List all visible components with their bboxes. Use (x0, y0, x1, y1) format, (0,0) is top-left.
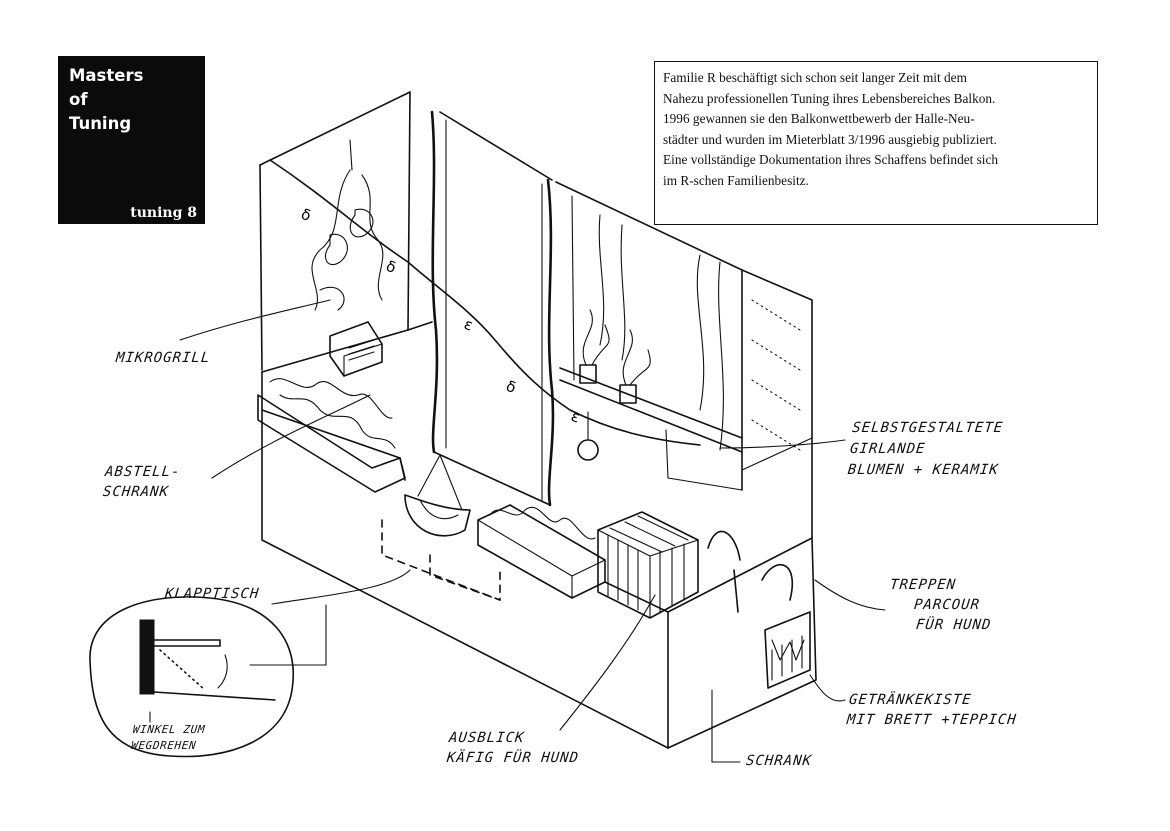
label-mikrogrill: MIKROGRILL (115, 350, 212, 366)
hanging-basket (381, 454, 501, 601)
svg-text:ε: ε (462, 315, 476, 335)
label-winkel: WINKEL ZUM WEGDREHEN (130, 722, 206, 754)
left-wall (259, 91, 433, 373)
leader-lines (179, 299, 886, 763)
label-treppen-line-1: TREPPEN (889, 577, 957, 593)
description-line-3: 1996 gewannen sie den Balkonwettbewerb d… (663, 111, 975, 127)
label-girlande-line-3: BLUMEN + KERAMIK (847, 462, 1000, 478)
label-abstellschrank-line-1: ABSTELL- (104, 464, 182, 480)
hanging-plant (311, 169, 384, 311)
detail-circle (89, 596, 294, 758)
description-box: Familie R beschäftigt sich schon seit la… (654, 61, 1098, 225)
brand-subtitle: tuning 8 (130, 205, 197, 221)
svg-text:δ: δ (384, 257, 399, 277)
microwave-grill (329, 321, 383, 377)
label-klapptisch: KLAPPTISCH (164, 586, 261, 602)
svg-text:δ: δ (504, 377, 519, 397)
label-abstellschrank: ABSTELL- SCHRANK (102, 462, 182, 502)
brand-title-line-1: Masters (69, 66, 144, 85)
label-ausblick-line-1: AUSBLICK (448, 730, 526, 746)
label-ausblick: AUSBLICK KÄFIG FÜR HUND (446, 728, 582, 768)
description-line-1: Familie R beschäftigt sich schon seit la… (663, 70, 967, 85)
brand-title: Masters of Tuning (69, 64, 143, 136)
right-window (555, 181, 743, 491)
label-girlande-line-1: SELBSTGESTALTETE (851, 420, 1004, 436)
center-window (430, 110, 555, 507)
description-line-5: Eine vollständige Dokumentation ihres Sc… (663, 152, 999, 168)
description-line-2: Nahezu professionellen Tuning ihres Lebe… (663, 90, 996, 106)
label-ausblick-line-2: KÄFIG FÜR HUND (446, 750, 580, 766)
label-getraenkekiste: GETRÄNKEKISTE MIT BRETT +TEPPICH (846, 690, 1020, 730)
plant-pots (579, 309, 651, 404)
left-planter (257, 371, 669, 749)
svg-text:δ: δ (299, 205, 314, 225)
dog-cage (597, 511, 699, 619)
drinks-crate (764, 611, 811, 689)
label-winkel-line-2: WEGDREHEN (130, 739, 197, 752)
garland: δ δ ε δ ε (269, 159, 701, 461)
label-treppen-line-3: FÜR HUND (915, 617, 993, 633)
label-winkel-line-1: WINKEL ZUM (132, 723, 206, 736)
right-wall (741, 269, 813, 539)
label-treppen-line-2: PARCOUR (913, 597, 981, 613)
stair-parcour (604, 530, 817, 749)
brand-title-line-2: of (69, 90, 88, 109)
label-schrank: SCHRANK (745, 753, 813, 769)
label-treppen: TREPPEN PARCOUR FÜR HUND (885, 575, 997, 635)
brand-title-line-3: Tuning (69, 114, 132, 133)
brand-box: Masters of Tuning tuning 8 (58, 56, 205, 224)
label-abstellschrank-line-2: SCHRANK (102, 484, 170, 500)
label-getraenkekiste-line-2: MIT BRETT +TEPPICH (846, 712, 1018, 728)
label-girlande: SELBSTGESTALTETE GIRLANDE BLUMEN + KERAM… (847, 418, 1004, 481)
center-planter (477, 504, 606, 599)
label-getraenkekiste-line-1: GETRÄNKEKISTE (848, 692, 973, 708)
description-line-6: im R-schen Familienbesitz. (663, 172, 809, 188)
label-girlande-line-2: GIRLANDE (849, 441, 927, 457)
description-line-4: städter und wurden im Mieterblatt 3/1996… (663, 131, 997, 147)
